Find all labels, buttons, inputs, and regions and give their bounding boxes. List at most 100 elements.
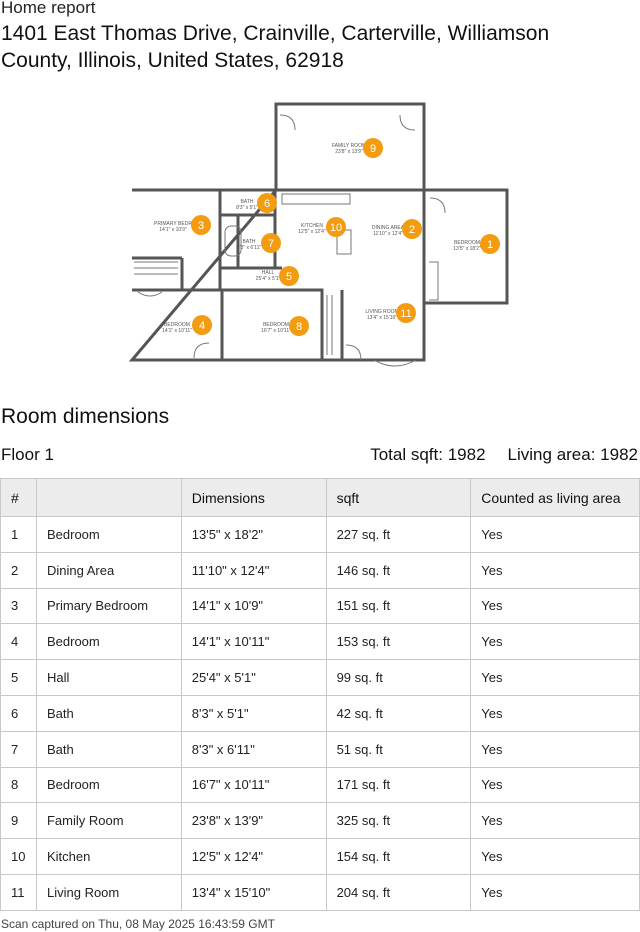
room-sqft: 99 sq. ft xyxy=(325,659,472,696)
column-header-sqft: sqft xyxy=(325,478,472,517)
floor-label: Floor 1 xyxy=(1,445,54,464)
column-header-living-area: Counted as living area xyxy=(470,478,640,517)
column-header-room xyxy=(35,478,182,517)
section-title: Room dimensions xyxy=(1,405,170,428)
room-marker-1[interactable]: 1 xyxy=(480,234,500,254)
capture-timestamp: Scan captured on Thu, 08 May 2025 16:43:… xyxy=(1,917,275,931)
room-label: BEDROOM xyxy=(164,322,190,328)
total-sqft-label: Total sqft: xyxy=(370,445,443,464)
room-label: DINING AREA xyxy=(372,225,405,231)
row-number: 8 xyxy=(0,766,37,804)
room-sqft: 146 sq. ft xyxy=(325,551,472,589)
room-label: LIVING ROOM xyxy=(365,309,398,315)
row-number: 10 xyxy=(0,838,37,875)
living-area-flag: Yes xyxy=(470,551,640,589)
room-name: Living Room xyxy=(35,873,182,911)
room-dimensions: 16'7" x 10'11" xyxy=(180,766,327,804)
room-dims: 13'5" x 18'2" xyxy=(453,246,481,252)
living-area-flag: Yes xyxy=(470,838,640,875)
room-marker-number: 1 xyxy=(487,239,493,251)
room-marker-11[interactable]: 11 xyxy=(396,303,416,323)
row-number: 4 xyxy=(0,623,37,661)
room-dims: 11'10" x 12'4" xyxy=(373,231,403,237)
room-marker-5[interactable]: 5 xyxy=(279,266,299,286)
row-number: 1 xyxy=(0,516,37,553)
room-marker-10[interactable]: 10 xyxy=(326,217,346,237)
room-sqft: 204 sq. ft xyxy=(325,873,472,911)
room-label: BEDROOM xyxy=(454,240,480,246)
room-marker-number: 4 xyxy=(199,320,205,332)
room-marker-number: 2 xyxy=(409,224,415,236)
room-marker-8[interactable]: 8 xyxy=(289,316,309,336)
room-marker-7[interactable]: 7 xyxy=(261,233,281,253)
room-marker-6[interactable]: 6 xyxy=(257,193,277,213)
room-name: Bedroom xyxy=(35,623,182,661)
total-sqft-value: 1982 xyxy=(447,445,486,464)
living-area-flag: Yes xyxy=(470,802,640,840)
room-dims: 8'3" x 5'1" xyxy=(236,205,258,211)
room-sqft: 171 sq. ft xyxy=(325,766,472,804)
room-dims: 25'4" x 5'1" xyxy=(256,276,281,282)
room-label: PRIMARY BEDR xyxy=(154,221,192,227)
room-label: BEDROOM xyxy=(263,322,289,328)
room-dimensions: 14'1" x 10'9" xyxy=(180,587,327,625)
floor-plan-details xyxy=(134,114,446,367)
room-marker-2[interactable]: 2 xyxy=(402,219,422,239)
room-name: Bedroom xyxy=(35,516,182,553)
room-dimensions: 23'8" x 13'9" xyxy=(180,802,327,840)
room-name: Bath xyxy=(35,694,182,732)
room-marker-number: 11 xyxy=(400,308,411,320)
row-number: 11 xyxy=(0,873,37,911)
room-marker-3[interactable]: 3 xyxy=(191,215,211,235)
room-sqft: 227 sq. ft xyxy=(325,516,472,553)
room-dims: 13'4" x 15'10" xyxy=(367,315,397,321)
room-dims: 8'3" x 6'11" xyxy=(237,245,261,251)
room-name: Bedroom xyxy=(35,766,182,804)
room-marker-number: 5 xyxy=(286,271,292,283)
room-dimensions: 13'4" x 15'10" xyxy=(180,873,327,911)
row-number: 7 xyxy=(0,730,37,768)
room-name: Kitchen xyxy=(35,838,182,875)
room-label: BATH xyxy=(241,199,254,205)
room-marker-4[interactable]: 4 xyxy=(192,315,212,335)
room-label: KITCHEN xyxy=(301,223,323,229)
room-sqft: 42 sq. ft xyxy=(325,694,472,732)
living-area-flag: Yes xyxy=(470,587,640,625)
room-sqft: 151 sq. ft xyxy=(325,587,472,625)
row-number: 9 xyxy=(0,802,37,840)
room-dims: 14'1" x 10'11" xyxy=(162,328,192,334)
living-area-value: 1982 xyxy=(600,445,638,464)
room-dimensions: 8'3" x 6'11" xyxy=(180,730,327,768)
room-dims: 16'7" x 10'11" xyxy=(261,328,291,334)
living-area-flag: Yes xyxy=(470,623,640,661)
room-marker-number: 7 xyxy=(268,238,274,250)
room-sqft: 154 sq. ft xyxy=(325,838,472,875)
room-dimensions: 13'5" x 18'2" xyxy=(180,516,327,553)
room-dims: 14'1" x 10'9" xyxy=(159,227,187,233)
floor-plan: BEDROOM 13'5" x 18'2" DINING AREA 11'10"… xyxy=(128,102,509,367)
room-marker-9[interactable]: 9 xyxy=(363,138,383,158)
room-label: FAMILY ROOM xyxy=(332,143,366,149)
living-area-flag: Yes xyxy=(470,766,640,804)
room-marker-number: 9 xyxy=(370,143,376,155)
living-area-flag: Yes xyxy=(470,873,640,911)
row-number: 6 xyxy=(0,694,37,732)
room-dimensions: 8'3" x 5'1" xyxy=(180,694,327,732)
living-area-flag: Yes xyxy=(470,659,640,696)
room-dimensions-table: # Dimensions sqft Counted as living area… xyxy=(0,478,640,911)
room-name: Hall xyxy=(35,659,182,696)
room-marker-number: 8 xyxy=(296,321,302,333)
room-label: BATH xyxy=(243,239,256,245)
living-area-flag: Yes xyxy=(470,730,640,768)
room-name: Family Room xyxy=(35,802,182,840)
room-name: Dining Area xyxy=(35,551,182,589)
table-header-row: # Dimensions sqft Counted as living area xyxy=(0,478,640,517)
